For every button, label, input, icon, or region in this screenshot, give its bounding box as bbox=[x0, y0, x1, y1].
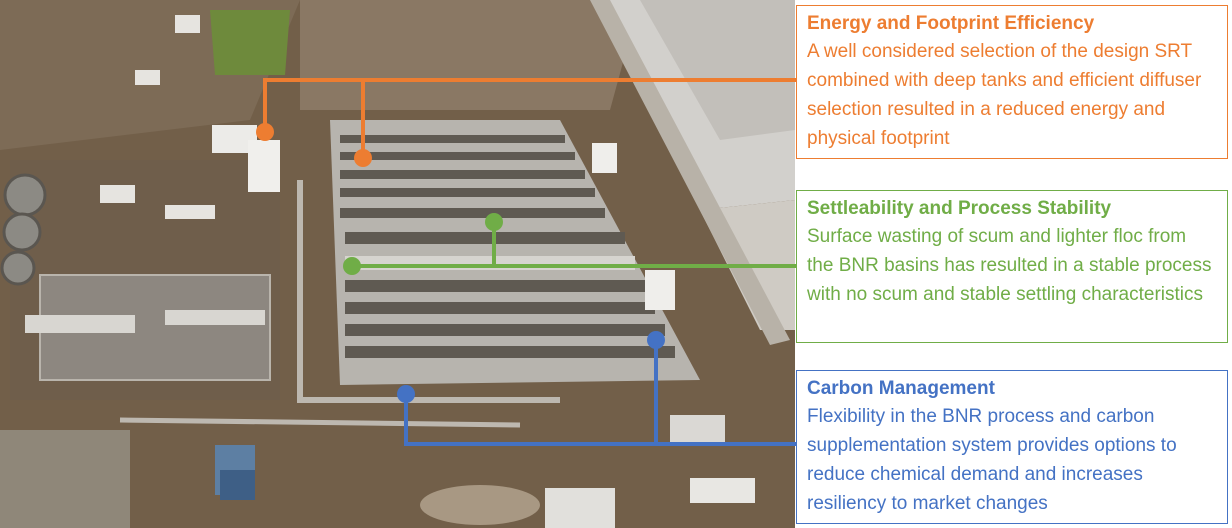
aerial-scene bbox=[0, 0, 795, 528]
carbon-callout: Carbon Management Flexibility in the BNR… bbox=[796, 370, 1228, 524]
basin-channels bbox=[340, 135, 675, 358]
aerial-plant-photo bbox=[0, 0, 795, 528]
building bbox=[670, 415, 725, 445]
settleability-callout-body: Surface wasting of scum and lighter floc… bbox=[807, 226, 1212, 305]
building bbox=[545, 488, 615, 528]
ground-patch bbox=[420, 485, 540, 525]
building bbox=[592, 143, 617, 173]
electrical-yard bbox=[0, 430, 130, 528]
carbon-callout-title: Carbon Management bbox=[807, 378, 995, 399]
grass-field bbox=[210, 10, 290, 75]
clarifier bbox=[2, 212, 42, 252]
building bbox=[135, 70, 160, 85]
bnr-basin-complex bbox=[330, 120, 700, 385]
building bbox=[175, 15, 200, 33]
building bbox=[100, 185, 135, 203]
building bbox=[25, 315, 135, 333]
building bbox=[690, 478, 755, 503]
basin-walkway bbox=[345, 256, 635, 270]
tank bbox=[220, 470, 255, 500]
clarifier bbox=[3, 173, 47, 217]
building bbox=[165, 205, 215, 219]
carbon-callout-body: Flexibility in the BNR process and carbo… bbox=[807, 406, 1177, 514]
blower-building bbox=[248, 140, 280, 192]
settleability-callout-title: Settleability and Process Stability bbox=[807, 198, 1112, 219]
energy-callout-title: Energy and Footprint Efficiency bbox=[807, 13, 1095, 34]
settleability-callout: Settleability and Process Stability Surf… bbox=[796, 190, 1228, 343]
energy-callout: Energy and Footprint Efficiency A well c… bbox=[796, 5, 1228, 159]
clarifier bbox=[0, 250, 36, 286]
building bbox=[165, 310, 265, 325]
building bbox=[645, 270, 675, 310]
ground-patch bbox=[300, 0, 640, 110]
energy-callout-body: A well considered selection of the desig… bbox=[807, 41, 1202, 149]
